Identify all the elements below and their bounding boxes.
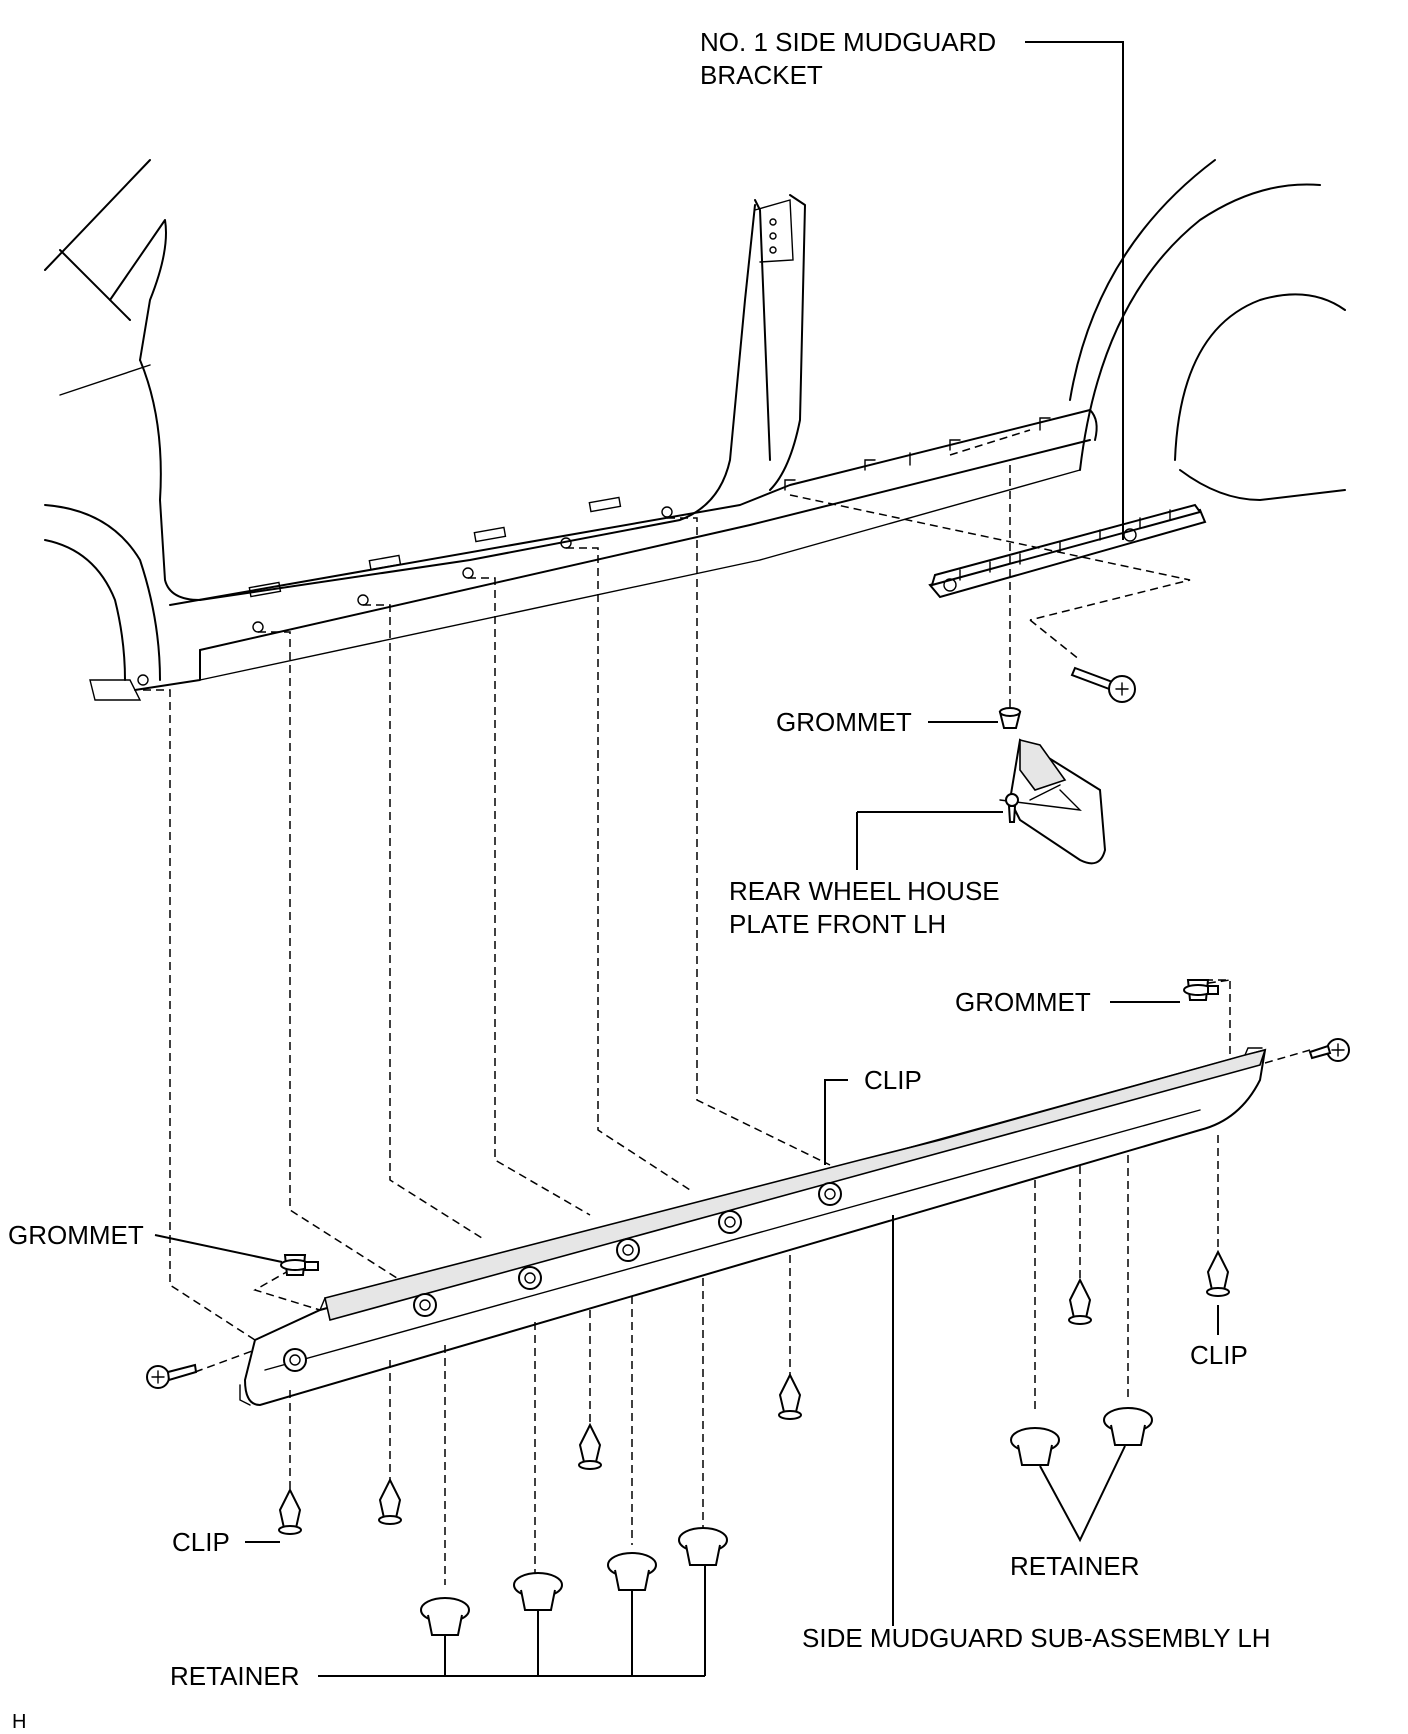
clip-icon — [778, 1372, 802, 1420]
bracket-label-line1: NO. 1 SIDE MUDGUARD — [700, 27, 996, 57]
assembly-guide-lines — [143, 517, 1311, 1610]
clip-icon — [413, 1293, 437, 1317]
clip-icon — [1068, 1277, 1092, 1325]
retainer-icon — [678, 1527, 728, 1566]
leader-lines — [154, 41, 1219, 1677]
grommet-label-right: GROMMET — [955, 987, 1091, 1017]
clip-icon — [518, 1266, 542, 1290]
clip-icon — [578, 1422, 602, 1470]
clip-label-left: CLIP — [172, 1527, 230, 1557]
clip-icon — [718, 1210, 742, 1234]
clip-icon — [378, 1477, 402, 1525]
vehicle-body-outline — [44, 159, 1346, 701]
retainer-icon — [513, 1572, 563, 1611]
grommet-label-upper: GROMMET — [776, 707, 912, 737]
rear-wheel-house-plate — [999, 738, 1107, 865]
retainer-icon — [1103, 1407, 1153, 1446]
corner-mark: H — [12, 1711, 26, 1733]
clip-label-right: CLIP — [1190, 1340, 1248, 1370]
plate-label-line2: PLATE FRONT LH — [729, 909, 946, 939]
clip-icon — [616, 1238, 640, 1262]
screw-icon — [1308, 1038, 1350, 1062]
grommet-icon — [998, 707, 1022, 729]
retainer-icon — [1010, 1427, 1060, 1466]
plate-label-line1: REAR WHEEL HOUSE — [729, 876, 1000, 906]
clip-icon — [1206, 1249, 1230, 1297]
clip-icon — [283, 1348, 307, 1372]
clip-icon — [278, 1487, 302, 1535]
retainer-label-right: RETAINER — [1010, 1551, 1140, 1581]
clip-label-top: CLIP — [864, 1065, 922, 1095]
screw-icon — [1005, 793, 1019, 823]
retainer-label-bottom: RETAINER — [170, 1661, 300, 1691]
grommet-label-left: GROMMET — [8, 1220, 144, 1250]
screw-icon — [1070, 666, 1136, 703]
mudguard-label: SIDE MUDGUARD SUB-ASSEMBLY LH — [802, 1623, 1271, 1653]
grommet-icon — [1183, 979, 1219, 1001]
side-mudguard-bracket — [789, 429, 1207, 661]
retainer-icon — [607, 1552, 657, 1591]
side-mudguard-sub-assembly — [239, 1047, 1267, 1407]
grommet-icon — [280, 1254, 319, 1276]
screw-icon — [146, 1363, 198, 1389]
clip-icon — [818, 1182, 842, 1206]
bracket-label-line2: BRACKET — [700, 60, 823, 90]
retainer-icon — [420, 1597, 470, 1636]
